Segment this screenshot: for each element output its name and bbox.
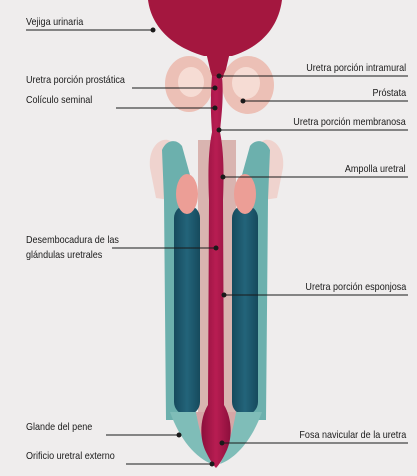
dot-colliculus <box>213 106 218 111</box>
dot-spongy <box>222 293 227 298</box>
label-external-orifice: Orificio uretral externo <box>26 450 115 463</box>
dot-external-orifice <box>210 462 215 467</box>
cavernosum-right-cap <box>234 174 256 214</box>
prostate-left-lobe-inner <box>178 67 204 97</box>
label-colliculus: Colículo seminal <box>26 94 92 107</box>
label-glands-line2: glándulas uretrales <box>26 249 102 262</box>
dot-bladder <box>151 28 156 33</box>
dot-ampulla <box>221 175 226 180</box>
label-glands-line1: Desembocadura de las <box>26 234 119 247</box>
label-prostatic-urethra: Uretra porción prostática <box>26 74 125 87</box>
dot-prostatic-urethra <box>213 86 218 91</box>
prostate-right-lobe-inner <box>232 67 260 99</box>
dot-membranous <box>217 128 222 133</box>
label-glans: Glande del pene <box>26 421 92 434</box>
dot-glands <box>214 246 219 251</box>
label-intramural-urethra: Uretra porción intramural <box>306 62 406 75</box>
label-prostate: Próstata <box>372 87 406 100</box>
dot-navicular <box>220 441 225 446</box>
label-spongy-urethra: Uretra porción esponjosa <box>305 281 406 294</box>
label-membranous-urethra: Uretra porción membranosa <box>294 116 406 129</box>
label-bladder: Vejiga urinaria <box>26 16 83 29</box>
cavernosum-left-cap <box>176 174 198 214</box>
cavernosum-left <box>174 205 200 415</box>
dot-intramural <box>217 74 222 79</box>
bladder-shape <box>148 0 282 56</box>
label-urethral-ampulla: Ampolla uretral <box>345 163 406 176</box>
label-navicular-fossa: Fosa navicular de la uretra <box>299 429 406 442</box>
cavernosum-right <box>232 205 258 415</box>
dot-glans <box>177 433 182 438</box>
dot-prostate <box>241 99 246 104</box>
